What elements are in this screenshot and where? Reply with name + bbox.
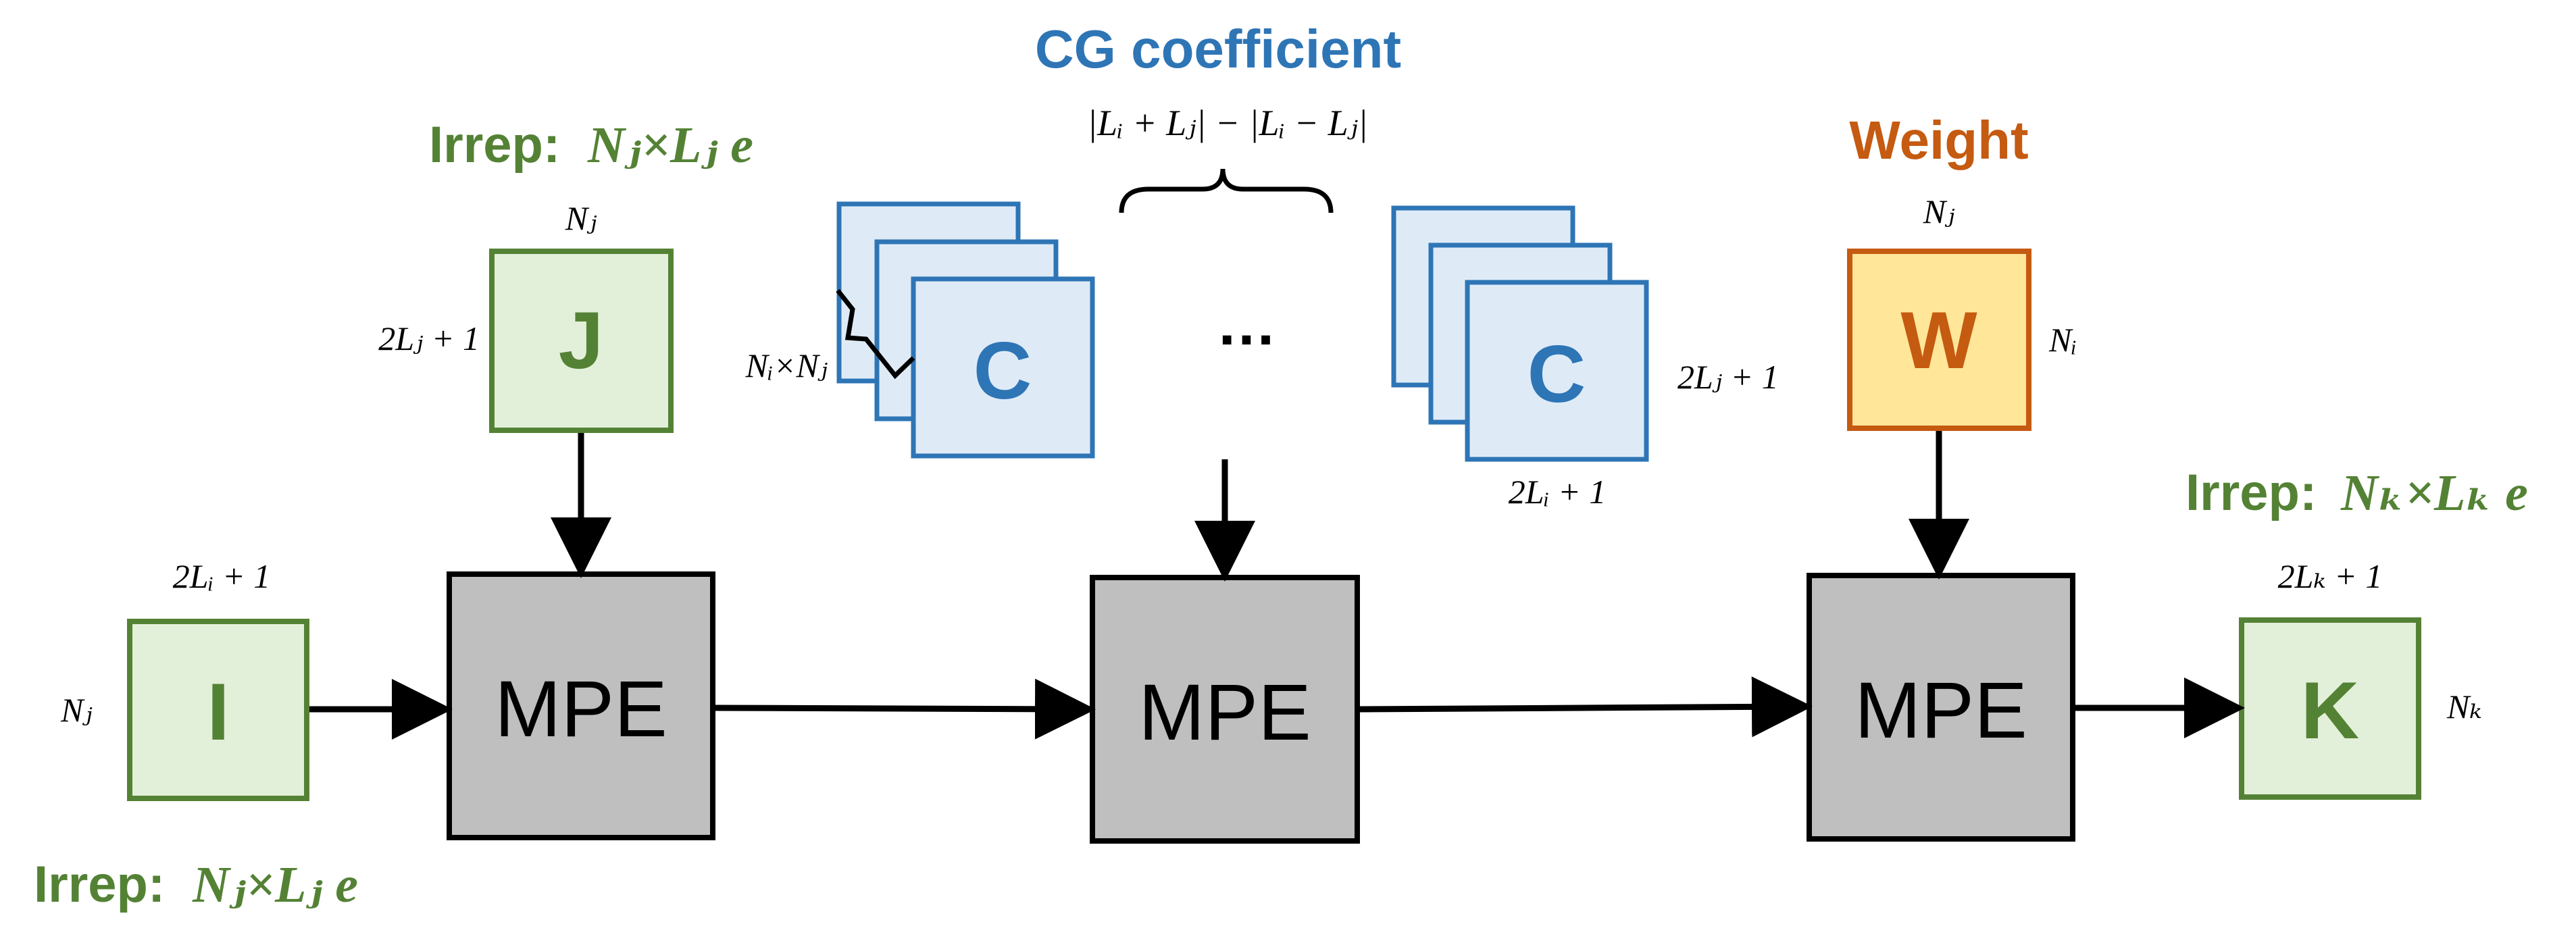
c-right-label: 2Lⱼ + 1 xyxy=(1677,358,1779,396)
mpe-block-1-label: MPE xyxy=(495,665,667,754)
c-ellipsis: … xyxy=(1216,290,1277,358)
i-top-label: 2Lᵢ + 1 xyxy=(173,557,270,595)
mpe-block-3-label: MPE xyxy=(1854,666,2027,755)
c-right-letter: C xyxy=(1527,329,1586,419)
c-stack-left: C xyxy=(836,201,1095,459)
mpe-block-1 xyxy=(447,571,715,840)
irrep-j-formula: Nⱼ×Lⱼ e xyxy=(587,117,753,174)
irrep-j-prefix: Irrep: xyxy=(429,116,560,174)
c-left-letter: C xyxy=(974,326,1032,416)
arrow-mpe1-to-mpe2 xyxy=(715,678,1096,740)
j-left-label: 2Lⱼ + 1 xyxy=(378,319,480,357)
w-box-letter: W xyxy=(1900,295,1977,386)
irrep-i-prefix: Irrep: xyxy=(34,856,165,913)
irrep-k-title: Irrep: Nₖ×Lₖ e xyxy=(2186,464,2528,521)
cg-range-label: |Lᵢ + Lⱼ| − |Lᵢ − Lⱼ| xyxy=(1087,103,1367,143)
arrow-mpe2-to-mpe3 xyxy=(1359,676,1813,738)
i-left-label: Nⱼ xyxy=(60,691,93,729)
c-bottom-label: 2Lᵢ + 1 xyxy=(1509,473,1606,511)
c-layer-front xyxy=(911,276,1095,459)
w-box xyxy=(1847,249,2031,431)
mpe-block-2-label: MPE xyxy=(1138,668,1311,757)
w-right-label: Nᵢ xyxy=(2048,321,2077,359)
c-depth-brace xyxy=(836,288,915,380)
k-box-letter: K xyxy=(2301,665,2360,756)
c2-layer-front xyxy=(1465,280,1649,462)
k-right-label: Nₖ xyxy=(2446,688,2482,725)
k-box xyxy=(2239,617,2421,800)
w-top-label: Nⱼ xyxy=(1923,193,1955,230)
cg-coefficient-title: CG coefficient xyxy=(1035,19,1401,79)
j-box-letter: J xyxy=(559,295,604,386)
irrep-i-title: Irrep: Nⱼ×Lⱼ e xyxy=(34,856,358,913)
weight-title: Weight xyxy=(1849,110,2028,170)
irrep-k-prefix: Irrep: xyxy=(2186,464,2317,521)
irrep-k-formula: Nₖ×Lₖ e xyxy=(2340,465,2528,521)
c-stack-right: C xyxy=(1391,205,1649,462)
irrep-j-title: Irrep: Nⱼ×Lⱼ e xyxy=(429,116,753,174)
j-top-label: Nⱼ xyxy=(565,199,597,237)
mpe-block-2 xyxy=(1090,575,1360,844)
j-box xyxy=(489,249,674,433)
k-top-label: 2Lₖ + 1 xyxy=(2278,557,2383,595)
irrep-i-formula: Nⱼ×Lⱼ e xyxy=(192,856,358,913)
i-box-letter: I xyxy=(207,667,229,757)
i-box xyxy=(127,619,309,801)
cg-range-brace xyxy=(1119,168,1334,213)
c-left-label: Nᵢ×Nⱼ xyxy=(744,347,828,384)
